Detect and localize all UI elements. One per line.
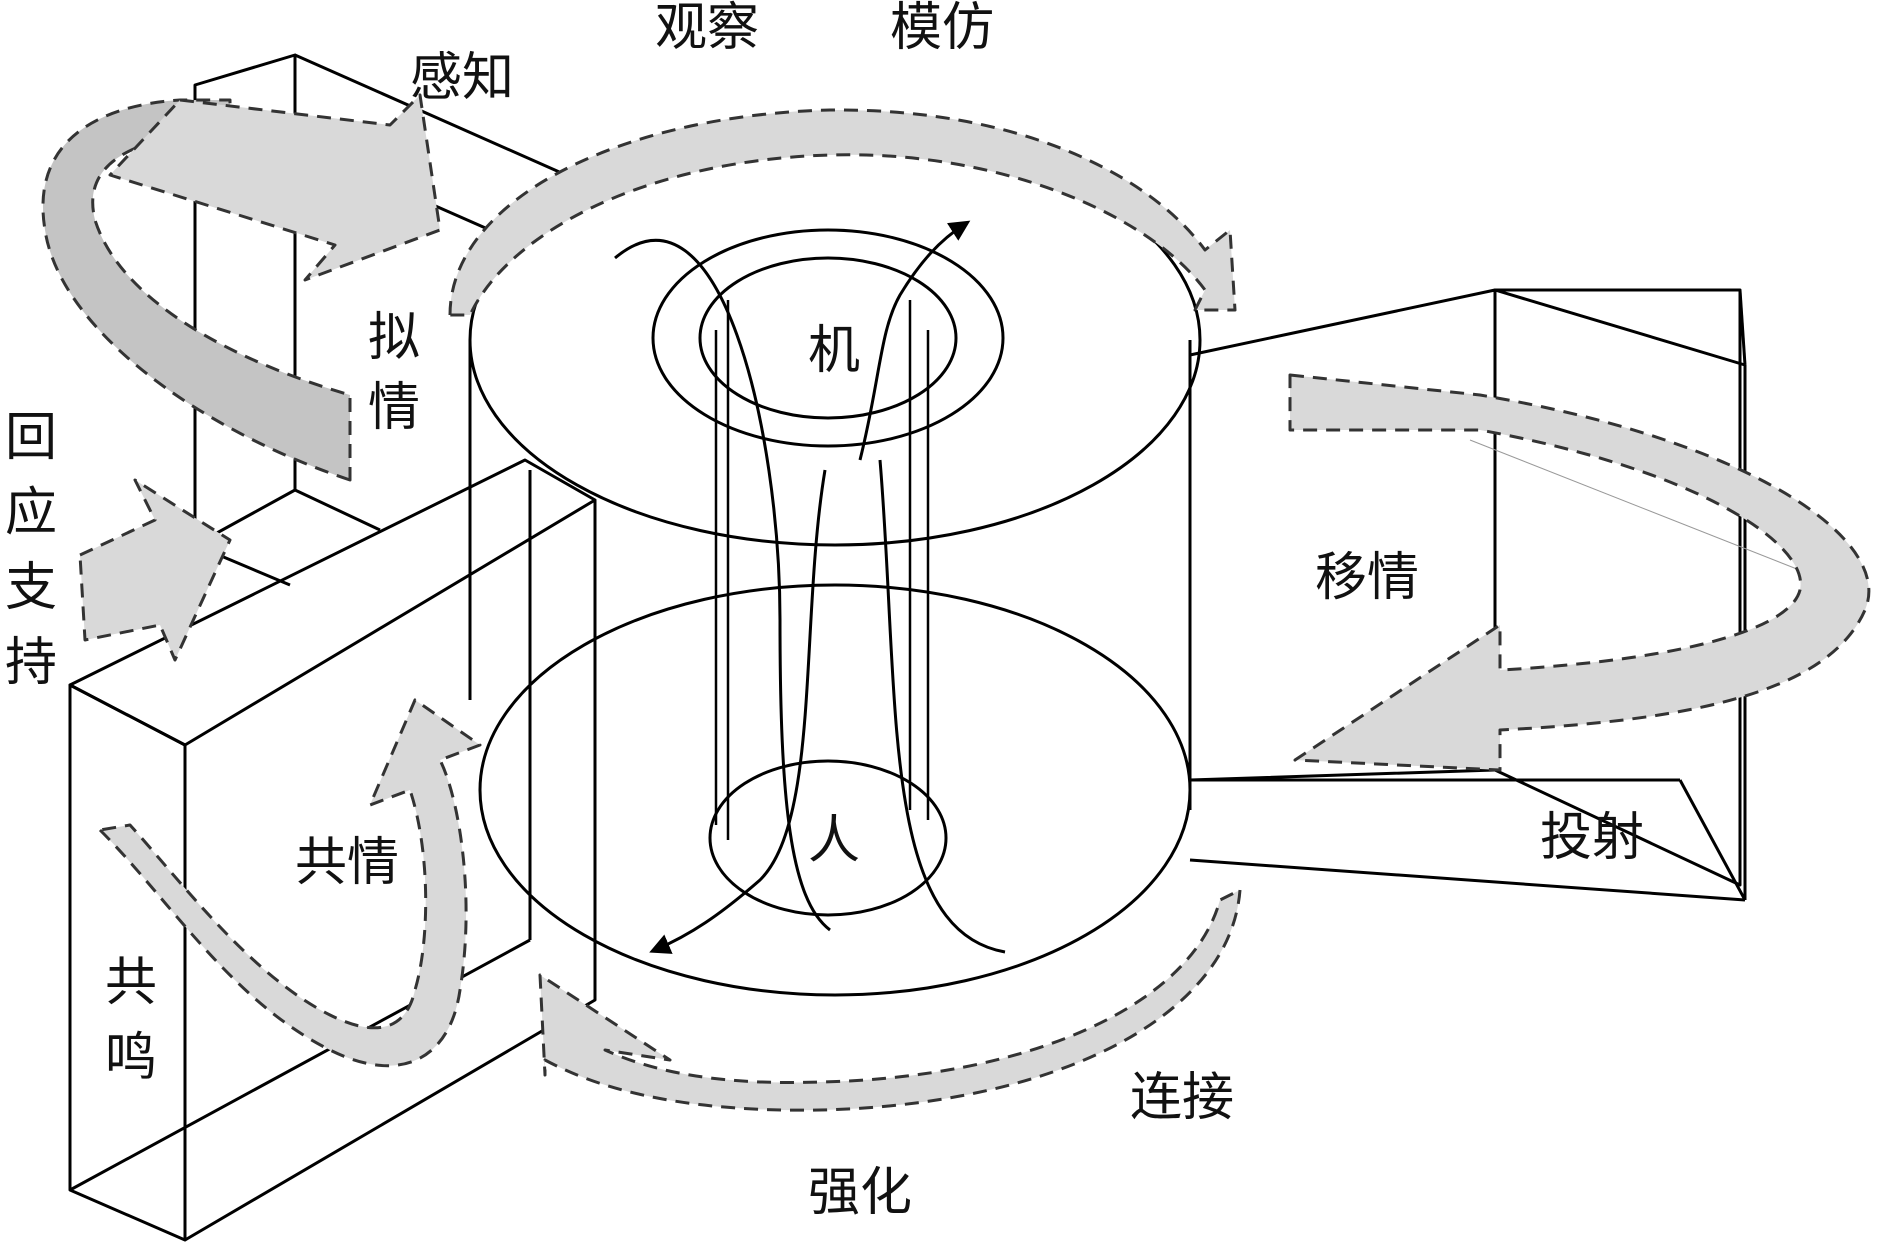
front-left-box [68, 458, 597, 1242]
simulate-label-top: 拟 [368, 308, 420, 368]
projection-label: 投射 [1540, 808, 1644, 868]
connect-label: 连接 [1130, 1068, 1234, 1128]
empathy-move-loop [1288, 373, 1871, 772]
resonance-label-bottom: 鸣 [105, 1028, 157, 1088]
human-label: 人 [808, 811, 860, 871]
resonance-loop [98, 698, 482, 1068]
respond-label-1: 回 [5, 408, 57, 468]
respond-label-3: 支 [5, 558, 57, 618]
connect-reinforce-arc [538, 888, 1242, 1112]
respond-label-2: 应 [5, 483, 57, 543]
respond-arrow [78, 478, 232, 662]
respond-label-4: 持 [5, 633, 57, 693]
perceive-label: 感知 [410, 48, 514, 108]
reinforce-label: 强化 [808, 1163, 912, 1223]
observe-label: 观察 [655, 0, 759, 58]
machine-label: 机 [808, 321, 860, 381]
perceive-arrowhead [108, 93, 442, 282]
observe-imitate-arc [448, 108, 1237, 317]
central-streams [614, 220, 1006, 954]
empathy-label: 共情 [295, 833, 399, 893]
imitate-label: 模仿 [890, 0, 994, 58]
resonance-label-top: 共 [105, 953, 157, 1013]
simulate-label-bottom: 情 [368, 378, 420, 438]
empathy-move-label: 移情 [1315, 548, 1419, 608]
